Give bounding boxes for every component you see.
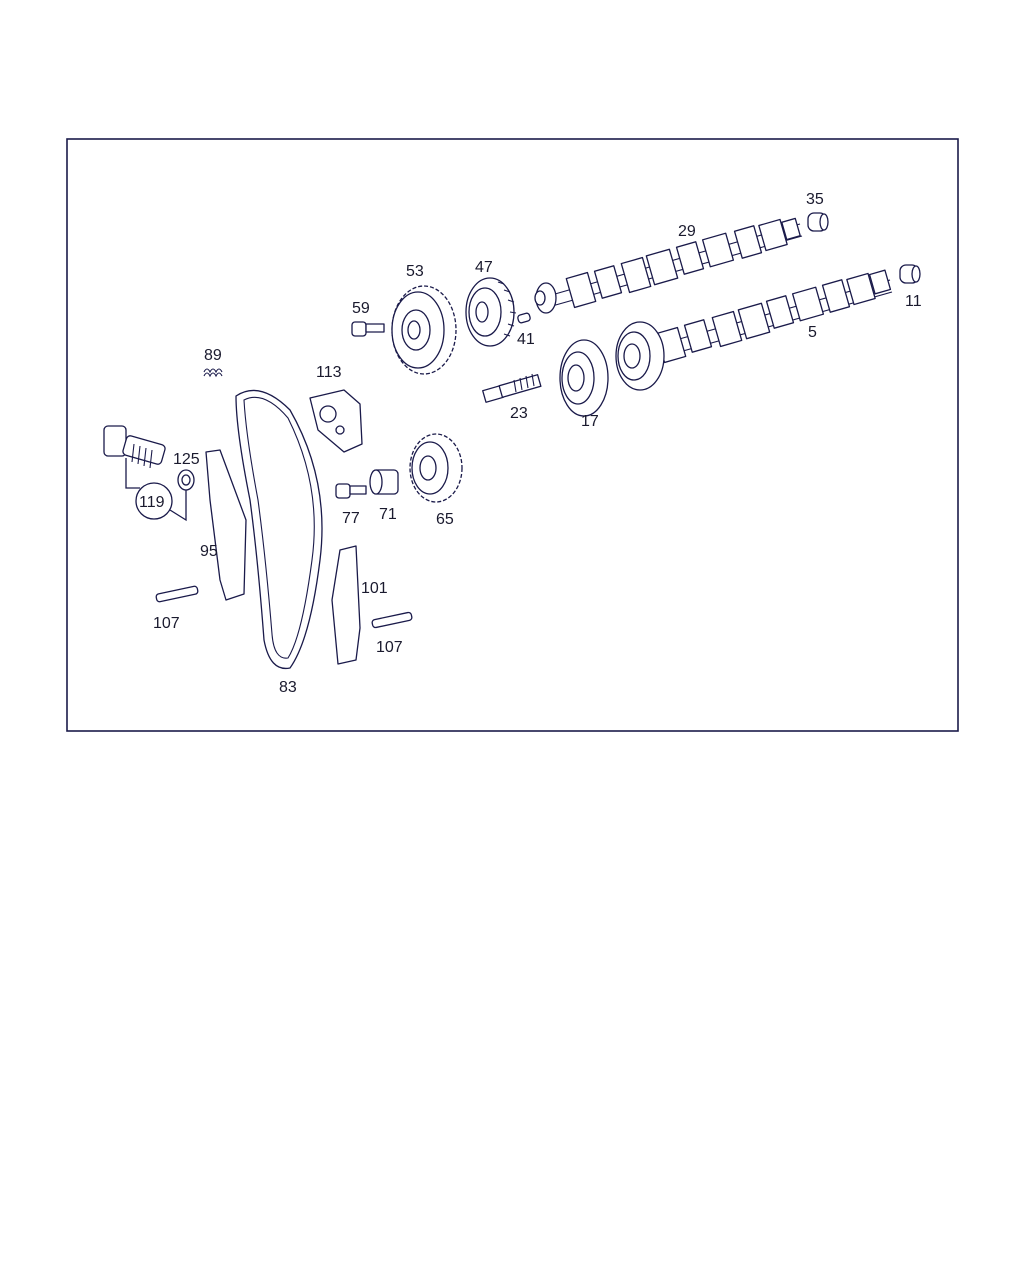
- part-35-plug: [807, 212, 829, 232]
- label-95: 95: [200, 543, 218, 560]
- part-53-sprocket: [391, 285, 457, 375]
- label-65: 65: [436, 511, 454, 528]
- label-101: 101: [361, 580, 388, 597]
- part-101-guide-rail: [331, 545, 361, 665]
- label-77: 77: [342, 510, 360, 527]
- part-83-timing-chain: [235, 389, 323, 670]
- label-5: 5: [808, 324, 817, 341]
- label-125: 125: [173, 451, 200, 468]
- part-5-exhaust-camshaft: [639, 269, 893, 364]
- leader-119: [125, 458, 187, 522]
- label-47: 47: [475, 259, 493, 276]
- label-107-right: 107: [376, 639, 403, 656]
- part-5-camshaft-flange: [615, 321, 665, 391]
- part-11-plug: [899, 264, 921, 284]
- part-65-sprocket: [409, 433, 463, 503]
- label-59: 59: [352, 300, 370, 317]
- label-107-left: 107: [153, 615, 180, 632]
- part-41-pin: [517, 312, 531, 324]
- part-95-guide-rail: [205, 449, 247, 601]
- part-23-bolt: [482, 373, 542, 403]
- label-71: 71: [379, 506, 397, 523]
- part-113-bracket: [309, 389, 363, 453]
- part-89-spring: [203, 368, 223, 378]
- part-125-seal-ring: [177, 469, 195, 491]
- part-17-adjuster-flange: [559, 339, 609, 417]
- label-41: 41: [517, 331, 535, 348]
- label-17: 17: [581, 413, 599, 430]
- label-11: 11: [905, 293, 922, 310]
- part-77-bolt: [335, 483, 367, 499]
- diagram-frame: [66, 138, 959, 732]
- label-35: 35: [806, 191, 824, 208]
- label-89: 89: [204, 347, 222, 364]
- label-29: 29: [678, 223, 696, 240]
- label-113: 113: [316, 364, 342, 381]
- part-29-intake-camshaft: [534, 217, 803, 314]
- part-107-pin-left: [155, 585, 199, 603]
- part-47-gear: [465, 277, 517, 347]
- part-107-pin-right: [371, 611, 413, 629]
- label-119: 119: [139, 494, 165, 511]
- label-53: 53: [406, 263, 424, 280]
- label-83: 83: [279, 679, 297, 696]
- label-23: 23: [510, 405, 528, 422]
- part-119-tensioner: [103, 425, 166, 469]
- part-59-bolt: [351, 321, 385, 337]
- part-71-sleeve: [369, 469, 399, 495]
